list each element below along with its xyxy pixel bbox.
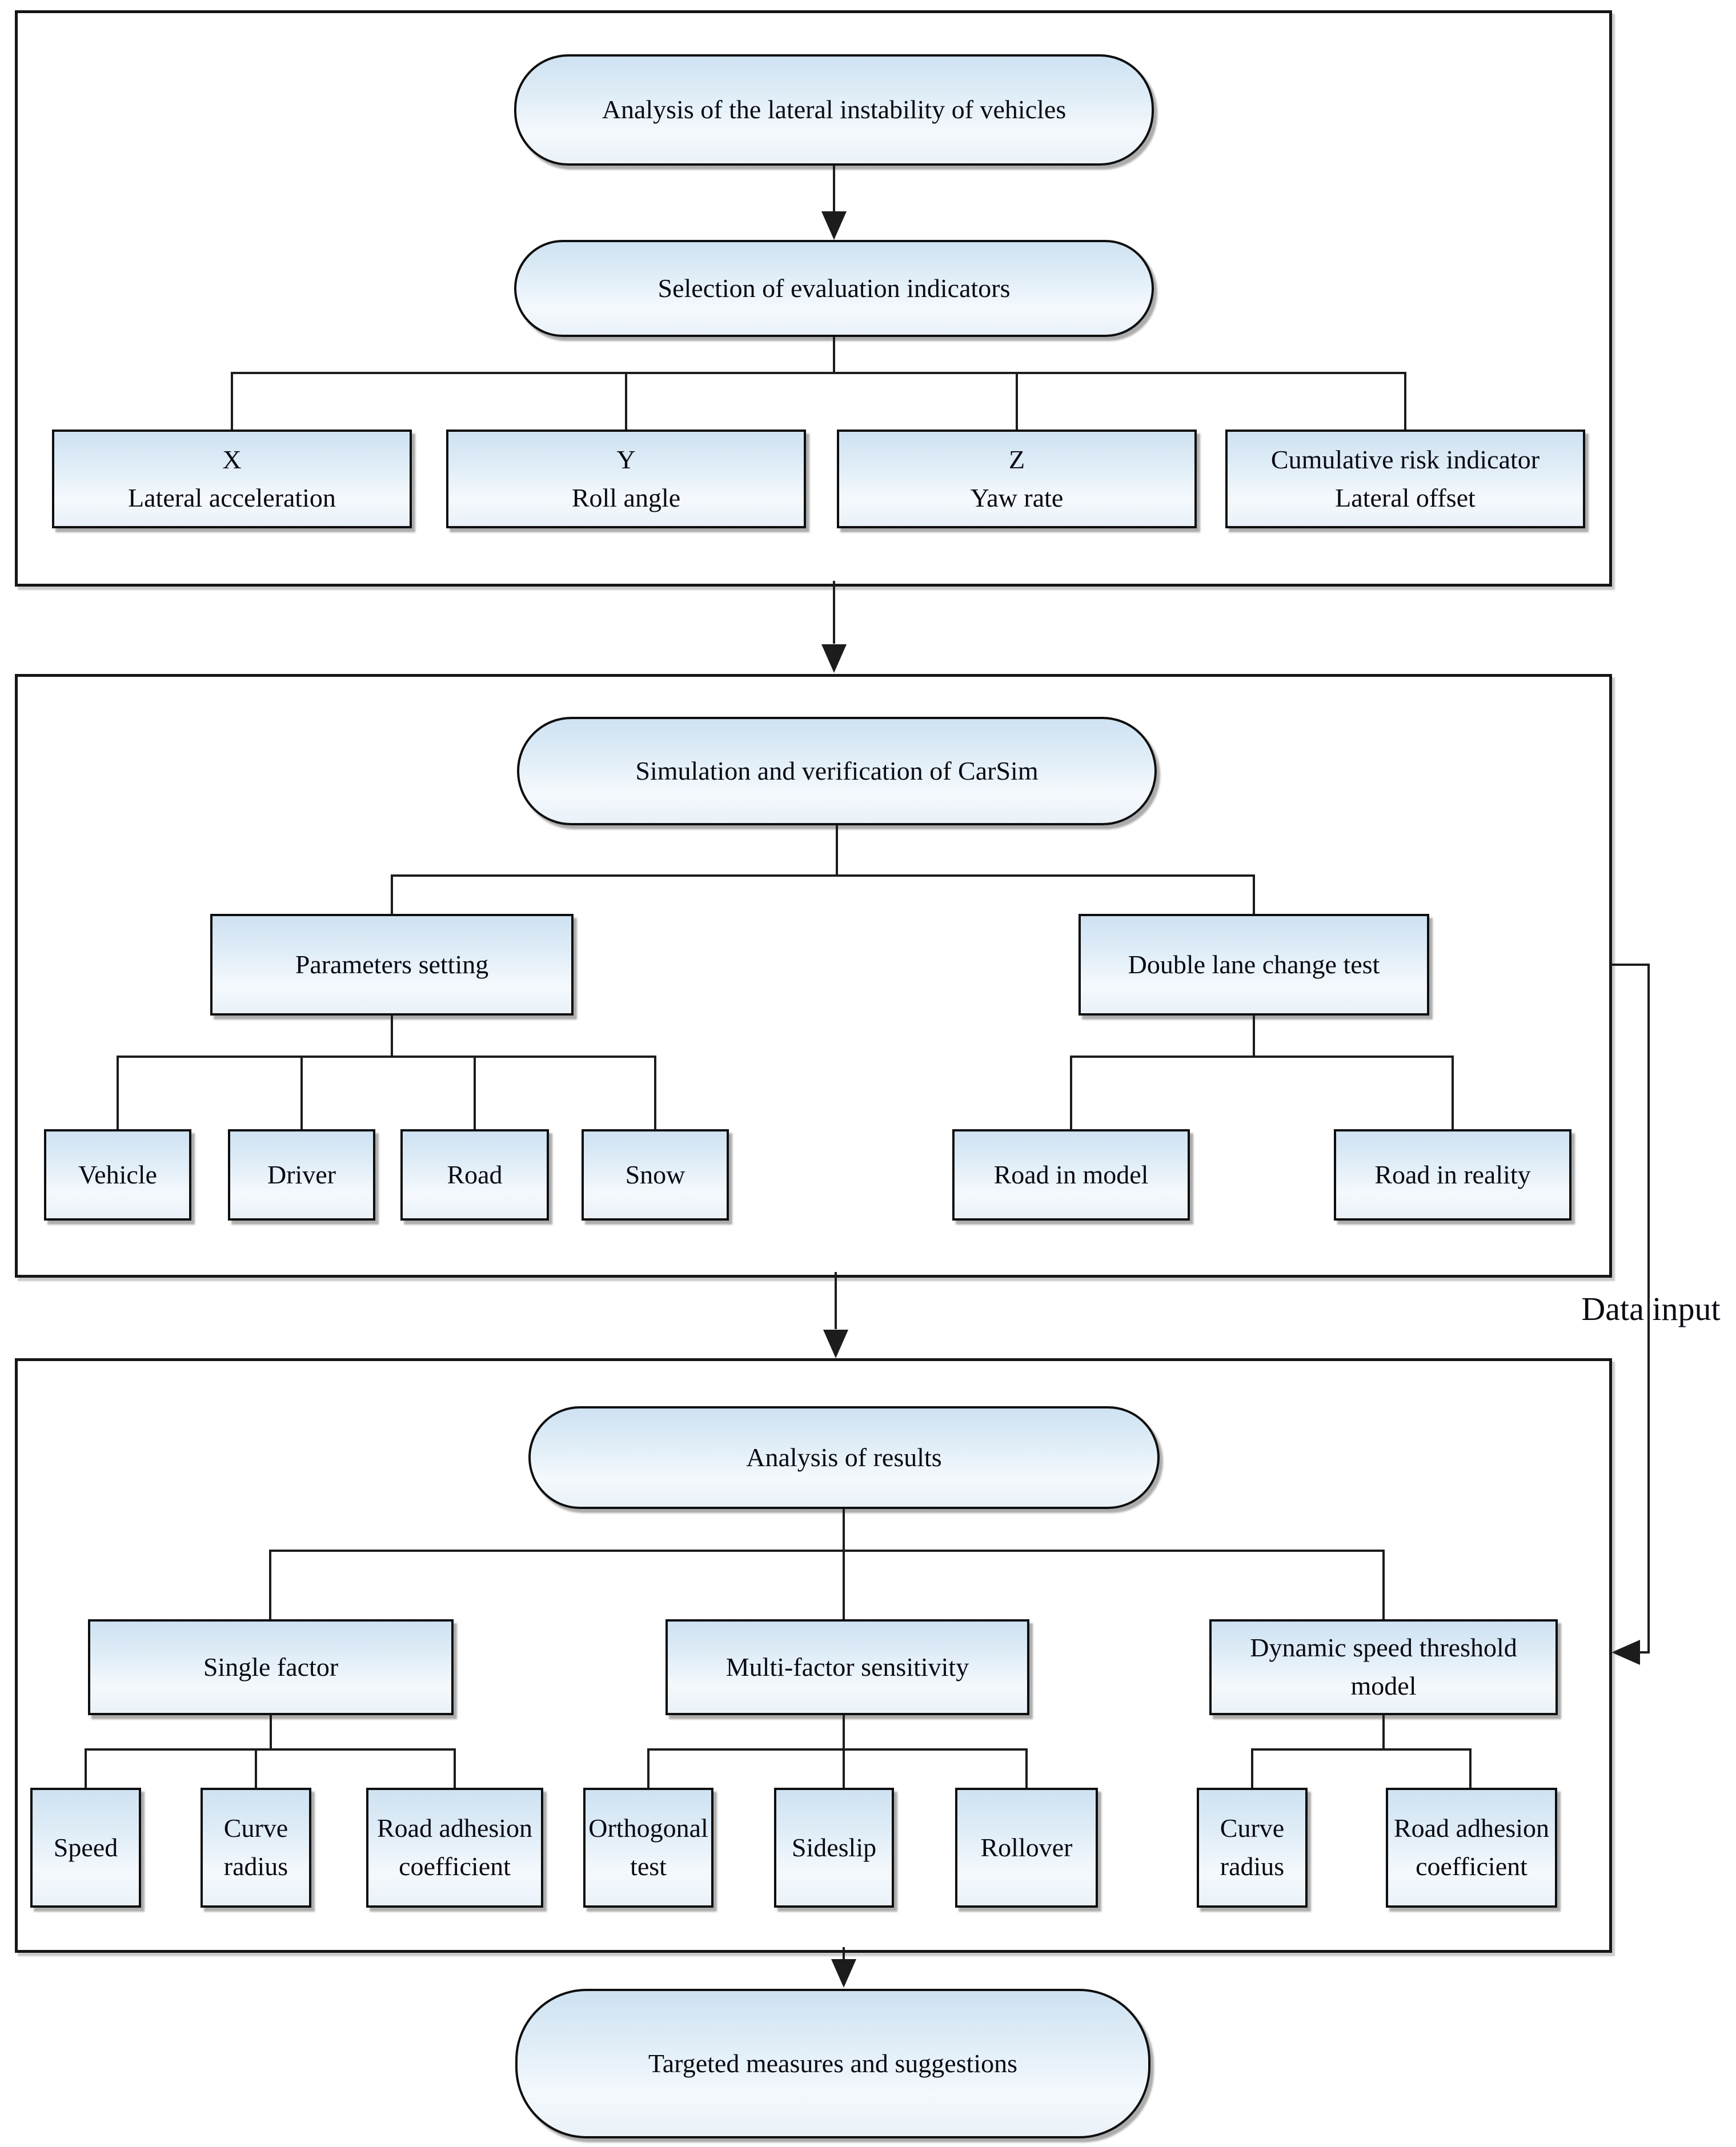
node-single-factor: Single factor <box>88 1619 454 1715</box>
indicator-label: Lateral offset <box>1335 483 1476 512</box>
connector-line <box>255 1748 257 1788</box>
connector-line <box>270 1715 272 1749</box>
indicator-symbol: Cumulative risk indicator <box>1270 444 1540 474</box>
connector-line <box>843 1715 845 1788</box>
node-vehicle: Vehicle <box>44 1129 191 1221</box>
section-frame-indicators <box>15 10 1612 587</box>
connector-line <box>835 1272 837 1329</box>
arrow-left-icon <box>1611 1640 1640 1665</box>
node-lateral-acceleration: X Lateral acceleration <box>52 430 412 528</box>
connector-line <box>1469 1748 1472 1788</box>
node-speed: Speed <box>30 1788 141 1908</box>
node-road: Road <box>400 1129 549 1221</box>
connector-line <box>231 372 1406 374</box>
connector-line <box>1025 1748 1028 1788</box>
connector-line <box>474 1056 476 1129</box>
connector-line <box>1253 874 1255 914</box>
connector-line <box>391 1016 393 1057</box>
connector-line <box>1253 1016 1255 1057</box>
connector-line <box>1251 1748 1472 1751</box>
connector-line <box>1070 1056 1454 1058</box>
connector-line <box>654 1056 656 1129</box>
node-curve-radius-dynamic: Curve radius <box>1197 1788 1308 1908</box>
node-road-in-reality: Road in reality <box>1334 1129 1571 1221</box>
arrow-down-icon <box>831 1959 856 1988</box>
node-multi-factor-sensitivity: Multi-factor sensitivity <box>665 1619 1029 1715</box>
arrow-down-icon <box>821 211 847 240</box>
node-orthogonal-test: Orthogonal test <box>583 1788 713 1908</box>
node-carsim: Simulation and verification of CarSim <box>517 717 1157 825</box>
node-road-adhesion-coefficient-dynamic: Road adhesion coefficient <box>1386 1788 1557 1908</box>
node-roll-angle: Y Roll angle <box>446 430 806 528</box>
node-road-adhesion-coefficient: Road adhesion coefficient <box>366 1788 543 1908</box>
connector-line <box>391 874 1255 877</box>
connector-line <box>1070 1056 1072 1129</box>
connector-line <box>117 1056 119 1129</box>
node-selection: Selection of evaluation indicators <box>514 240 1154 337</box>
connector-line <box>1404 372 1406 430</box>
indicator-symbol: Y <box>616 444 636 474</box>
connector-line <box>454 1748 456 1788</box>
connector-line <box>1016 372 1018 430</box>
connector-line <box>300 1056 303 1129</box>
connector-line <box>843 1947 845 1960</box>
node-sideslip: Sideslip <box>774 1788 894 1908</box>
connector-line <box>833 337 835 373</box>
connector-line <box>1637 1651 1650 1654</box>
arrow-down-icon <box>821 644 847 673</box>
indicator-symbol: Z <box>1008 444 1025 474</box>
connector-line <box>1251 1748 1253 1788</box>
node-road-in-model: Road in model <box>952 1129 1190 1221</box>
connector-line <box>269 1550 271 1619</box>
connector-line <box>231 372 233 430</box>
connector-line <box>391 874 393 914</box>
connector-line <box>1382 1550 1385 1619</box>
node-start: Analysis of the lateral instability of v… <box>514 54 1154 166</box>
indicator-label: Lateral acceleration <box>128 483 336 512</box>
indicator-label: Yaw rate <box>970 483 1064 512</box>
connector-line <box>625 372 627 430</box>
connector-line <box>117 1056 656 1058</box>
node-end: Targeted measures and suggestions <box>515 1989 1150 2138</box>
data-input-label: Data input <box>1581 1290 1721 1327</box>
connector-line <box>843 1509 845 1619</box>
indicator-symbol: X <box>222 444 242 474</box>
node-yaw-rate: Z Yaw rate <box>837 430 1197 528</box>
node-parameters-setting: Parameters setting <box>210 914 574 1016</box>
connector-line <box>85 1748 456 1751</box>
node-curve-radius: Curve radius <box>201 1788 311 1908</box>
node-double-lane-change-test: Double lane change test <box>1079 914 1429 1016</box>
indicator-label: Roll angle <box>571 483 681 512</box>
connector-line <box>1609 964 1650 966</box>
connector-line <box>833 166 835 214</box>
connector-line <box>647 1748 650 1788</box>
connector-line <box>647 1748 1028 1751</box>
connector-line <box>1382 1715 1385 1749</box>
connector-line <box>85 1748 87 1788</box>
node-snow: Snow <box>582 1129 729 1221</box>
connector-line <box>269 1550 1385 1552</box>
node-cumulative-risk: Cumulative risk indicator Lateral offset <box>1225 430 1585 528</box>
connector-line <box>1452 1056 1454 1129</box>
arrow-down-icon <box>823 1330 848 1358</box>
section-frame-simulation <box>15 674 1612 1278</box>
connector-line <box>833 581 835 644</box>
node-rollover: Rollover <box>955 1788 1098 1908</box>
connector-line <box>836 825 838 876</box>
node-dynamic-speed-threshold-model: Dynamic speed threshold model <box>1209 1619 1558 1715</box>
node-driver: Driver <box>228 1129 375 1221</box>
connector-line <box>1647 964 1650 1652</box>
node-analysis-of-results: Analysis of results <box>528 1406 1160 1509</box>
section-frame-results <box>15 1358 1612 1953</box>
